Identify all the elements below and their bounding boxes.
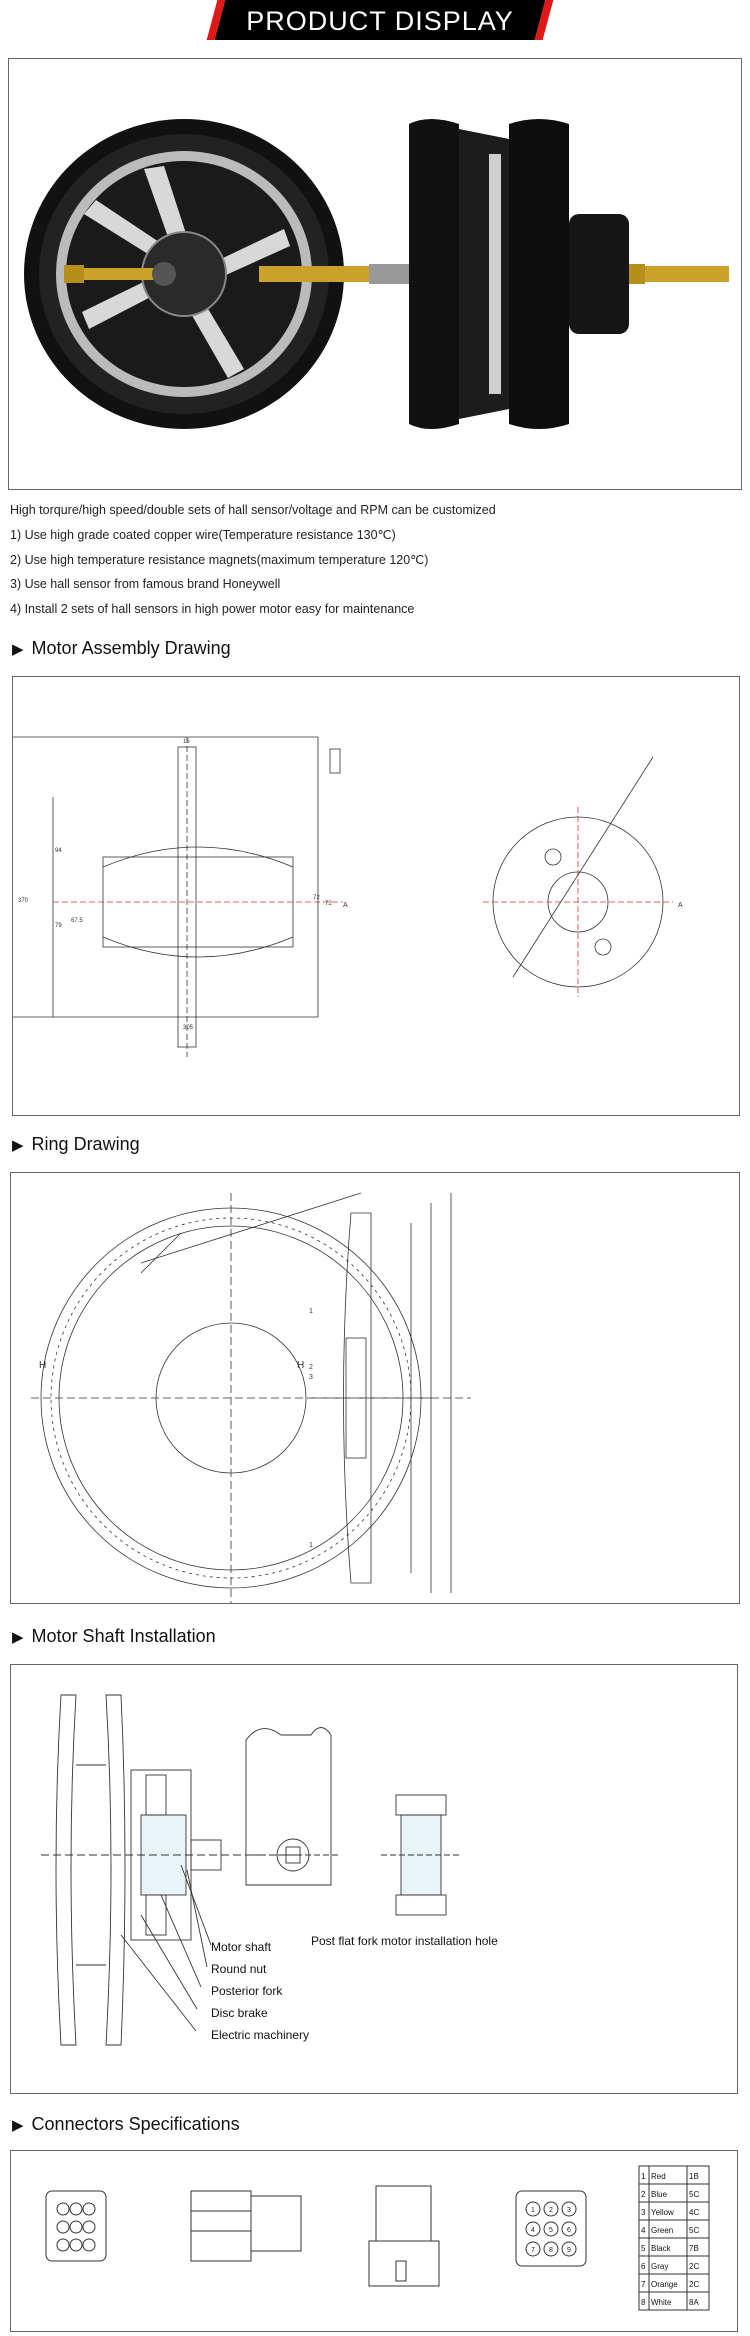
pin-num: 6 — [641, 2262, 646, 2271]
pin-code: 7B — [689, 2244, 699, 2253]
ring-section-marker-h-right: H — [297, 1360, 304, 1371]
pin-number: 8 — [549, 2247, 553, 2254]
ring-drawing-panel: H H 1 2 3 1 — [10, 1172, 740, 1604]
pin-code: 5C — [689, 2190, 699, 2199]
section-title-ring-label: Ring Drawing — [31, 1134, 140, 1154]
assembly-drawing: 370 94 79 67.5 16 305 72 72 A A — [13, 736, 683, 1057]
label-flat-fork-hole: Post flat fork motor installation hole — [311, 1934, 498, 1948]
ring-callout-3: 3 — [309, 1374, 313, 1381]
shaft-installation-drawing: Motor shaft Round nut Posterior fork Dis… — [41, 1694, 498, 2046]
section-title-assembly: ▶ Motor Assembly Drawing — [12, 638, 231, 659]
triangle-marker-icon: ▶ — [12, 641, 24, 658]
description-point-4: 4) Install 2 sets of hall sensors in hig… — [10, 602, 415, 616]
section-title-connectors-label: Connectors Specifications — [31, 2114, 240, 2134]
ring-callout-1: 1 — [309, 1308, 313, 1315]
pin-color-table — [638, 2165, 710, 2311]
label-round-nut: Round nut — [211, 1962, 267, 1976]
section-marker-a-right: A — [678, 902, 683, 909]
section-marker-a-left: A — [343, 902, 348, 909]
pin-code: 2C — [689, 2262, 699, 2271]
pin-color: Gray — [651, 2262, 668, 2271]
dim-label-370: 370 — [18, 898, 29, 904]
pin-num: 3 — [641, 2208, 646, 2217]
triangle-marker-icon: ▶ — [12, 2117, 24, 2134]
label-electric-machinery: Electric machinery — [211, 2028, 309, 2042]
pin-num: 7 — [641, 2280, 646, 2289]
section-title-shaft: ▶ Motor Shaft Installation — [12, 1626, 216, 1647]
pin-num: 8 — [641, 2298, 646, 2307]
ring-callout-1b: 1 — [309, 1542, 313, 1549]
dim-label-67-5: 67.5 — [71, 918, 83, 924]
product-photo — [24, 119, 729, 429]
pin-number: 1 — [531, 2207, 535, 2214]
dim-label-94: 94 — [55, 848, 62, 854]
description-point-1: 1) Use high grade coated copper wire(Tem… — [10, 528, 396, 542]
section-title-connectors: ▶ Connectors Specifications — [12, 2114, 240, 2135]
dim-label-72b: 72 — [325, 901, 332, 907]
shaft-installation-panel: Motor shaft Round nut Posterior fork Dis… — [10, 1664, 738, 2094]
pin-color: Blue — [651, 2190, 668, 2199]
pin-num: 5 — [641, 2244, 646, 2253]
pin-number: 7 — [531, 2247, 535, 2254]
connector-pin-grid — [525, 2201, 577, 2257]
product-photo-panel — [8, 58, 742, 490]
pin-number: 6 — [567, 2227, 571, 2234]
pin-code: 8A — [689, 2298, 699, 2307]
description-intro: High torqure/high speed/double sets of h… — [10, 503, 496, 517]
description-point-2: 2) Use high temperature resistance magne… — [10, 553, 429, 567]
label-disc-brake: Disc brake — [211, 2006, 268, 2020]
dim-label-305: 305 — [183, 1025, 194, 1031]
pin-code: 4C — [689, 2208, 699, 2217]
section-title-shaft-label: Motor Shaft Installation — [31, 1626, 216, 1646]
pin-number: 5 — [549, 2227, 553, 2234]
pin-color: Green — [651, 2226, 673, 2235]
pin-num: 4 — [641, 2226, 646, 2235]
hub-motor-side-view — [259, 119, 729, 429]
pin-num: 1 — [641, 2172, 646, 2181]
description-point-3: 3) Use hall sensor from famous brand Hon… — [10, 577, 281, 591]
section-title-assembly-label: Motor Assembly Drawing — [31, 638, 231, 658]
dim-label-79: 79 — [55, 923, 62, 929]
pin-color: White — [651, 2298, 672, 2307]
assembly-drawing-panel: 370 94 79 67.5 16 305 72 72 A A — [12, 676, 740, 1116]
section-title-ring: ▶ Ring Drawing — [12, 1134, 140, 1155]
triangle-marker-icon: ▶ — [12, 1629, 24, 1646]
header-banner: PRODUCT DISPLAY — [0, 0, 750, 40]
pin-code: 2C — [689, 2280, 699, 2289]
pin-number: 3 — [567, 2207, 571, 2214]
pin-code: 5C — [689, 2226, 699, 2235]
triangle-marker-icon: ▶ — [12, 1137, 24, 1154]
pin-number: 4 — [531, 2227, 535, 2234]
label-motor-shaft: Motor shaft — [211, 1940, 272, 1954]
connectors-drawing: 1 2 3 4 5 6 7 8 9 1 Red 1B 2 — [45, 2165, 710, 2311]
pin-code: 1B — [689, 2172, 699, 2181]
pin-color: Yellow — [651, 2208, 674, 2217]
dim-label-72: 72 — [313, 895, 320, 901]
pin-color: Orange — [651, 2280, 678, 2289]
connectors-panel: 1 2 3 4 5 6 7 8 9 1 Red 1B 2 — [10, 2150, 738, 2332]
ring-callout-2: 2 — [309, 1364, 313, 1371]
page-title: PRODUCT DISPLAY — [246, 6, 514, 36]
pin-color: Red — [651, 2172, 666, 2181]
ring-drawing: H H 1 2 3 1 — [31, 1192, 471, 1603]
dim-label-16: 16 — [183, 739, 190, 745]
hub-motor-front-view — [24, 119, 344, 429]
pin-num: 2 — [641, 2190, 646, 2199]
pin-number: 9 — [567, 2247, 571, 2254]
ring-section-marker-h-left: H — [39, 1360, 46, 1371]
label-posterior-fork: Posterior fork — [211, 1984, 283, 1998]
pin-color: Black — [651, 2244, 672, 2253]
pin-number: 2 — [549, 2207, 553, 2214]
